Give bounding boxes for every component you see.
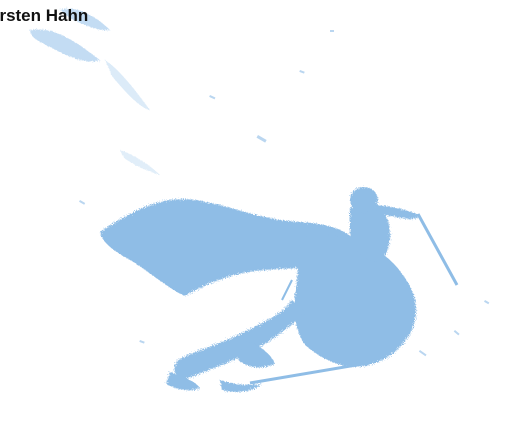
snow-spray-top [30,8,160,175]
photographer-credit: arsten Hahn [0,6,89,25]
skier-body [100,187,419,392]
snow-speckles [79,30,490,357]
ski-pole-left [249,361,369,385]
ski-pole-short [281,279,293,301]
ski-pole-right [416,213,459,286]
